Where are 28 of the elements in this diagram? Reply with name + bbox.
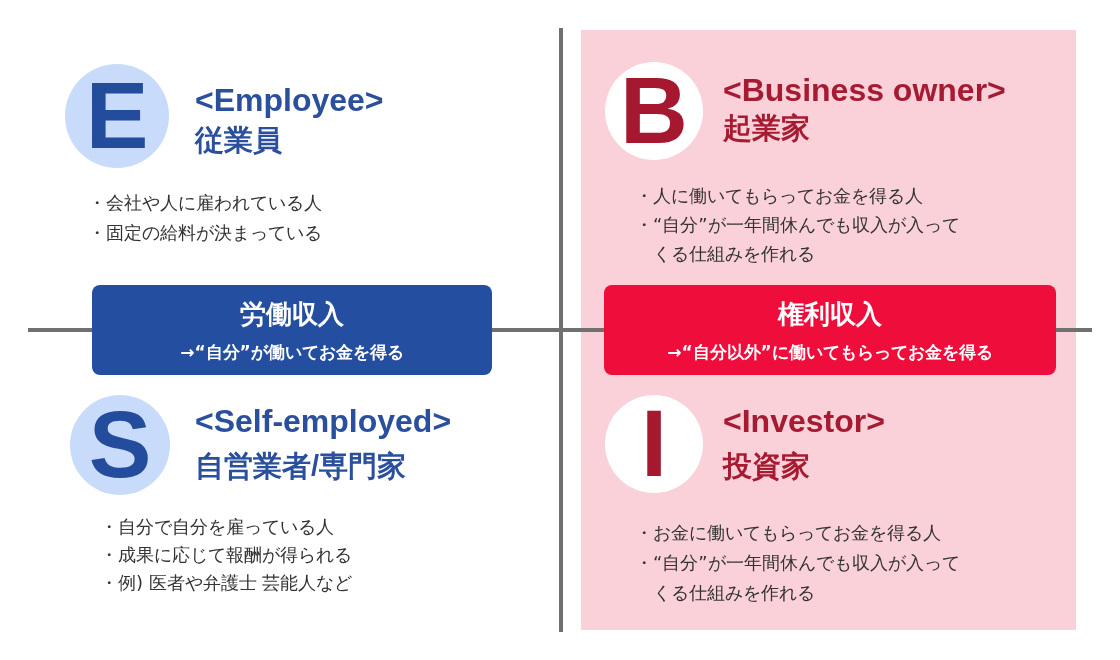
japanese-title: 投資家 <box>723 449 810 484</box>
bullet-item: ・人に働いてもらってお金を得る人 <box>635 183 924 208</box>
income-box <box>604 285 1056 375</box>
letter-circle: S <box>70 395 170 495</box>
bullet-item: ・成果に応じて報酬が得られる <box>100 543 353 567</box>
bullet-item: ・固定の給料が決まっている <box>88 221 323 245</box>
bullet-item: ・お金に働いてもらってお金を得る人 <box>635 521 942 545</box>
bullet-item: ・例) 医者や弁護士 芸能人など <box>100 571 354 595</box>
english-title: <Employee> <box>195 81 384 119</box>
income-box <box>92 285 492 375</box>
shaded-panel <box>581 30 1076 630</box>
english-title: <Self-employed> <box>195 402 452 440</box>
letter-circle: E <box>65 64 169 168</box>
income-title: 労働収入 <box>240 299 344 329</box>
bullet-item: ・会社や人に雇われている人 <box>88 191 323 215</box>
bullet-item: ・自分で自分を雇っている人 <box>100 515 335 539</box>
japanese-title: 自営業者/専門家 <box>195 449 407 484</box>
income-description: →“自分”が働いてお金を得る <box>180 341 404 364</box>
bullet-item: ・“自分”が一年間休んでも収入が入ってくる仕組みを作れる <box>635 212 961 266</box>
letter-circle: I <box>605 395 703 493</box>
income-description: →“自分以外”に働いてもらってお金を得る <box>667 341 993 364</box>
income-title: 権利収入 <box>778 299 882 329</box>
japanese-title: 従業員 <box>195 123 282 158</box>
english-title: <Business owner> <box>723 71 1006 109</box>
japanese-title: 起業家 <box>723 111 810 146</box>
english-title: <Investor> <box>723 402 885 440</box>
bullet-item: ・“自分”が一年間休んでも収入が入ってくる仕組みを作れる <box>635 551 961 605</box>
letter-circle: B <box>605 62 703 160</box>
